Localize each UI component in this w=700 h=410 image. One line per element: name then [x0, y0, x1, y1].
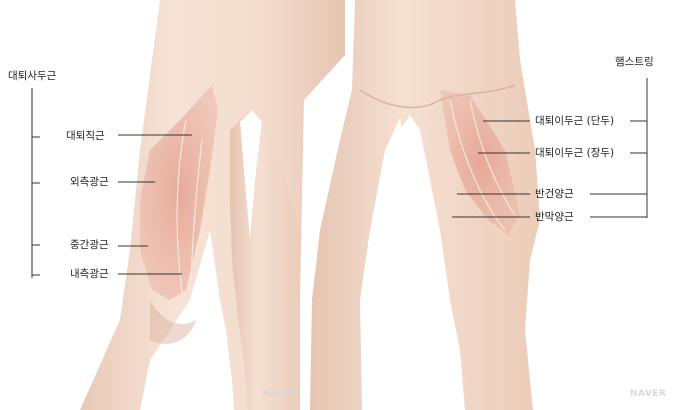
label-semitendinosus: 반건양근: [535, 188, 574, 200]
watermark-front: NAVER: [262, 389, 299, 399]
quadriceps-lines: [176, 119, 203, 301]
back-gap: [360, 118, 405, 410]
front-leader-lines: [31, 88, 192, 278]
watermark-back: NAVER: [630, 389, 667, 399]
quadriceps-region: [140, 85, 218, 300]
label-semimembranosus: 반막양근: [535, 211, 574, 223]
label-biceps-femoris-long: 대퇴이두근 (장두): [535, 147, 615, 159]
label-rectus-femoris: 대퇴직근: [66, 130, 105, 142]
front-knee-shadow: [150, 300, 196, 344]
label-vastus-intermedius: 중간광근: [70, 239, 109, 251]
front-crotch: [240, 110, 262, 240]
hamstrings-group-label: 햄스트링: [615, 56, 654, 68]
label-biceps-femoris-short: 대퇴이두근 (단두): [535, 115, 615, 127]
quadriceps-group-label: 대퇴사두근: [8, 70, 57, 82]
back-leader-lines: [452, 78, 648, 218]
hamstrings-region: [440, 90, 520, 235]
hamstring-lines: [449, 99, 516, 231]
back-legs: [310, 0, 540, 410]
front-legs: [80, 0, 345, 410]
label-vastus-lateralis: 외측광근: [70, 176, 109, 188]
label-vastus-medialis: 내측광근: [70, 268, 109, 280]
gluteal-fold: [359, 84, 516, 109]
front-left-leg: [80, 0, 345, 410]
